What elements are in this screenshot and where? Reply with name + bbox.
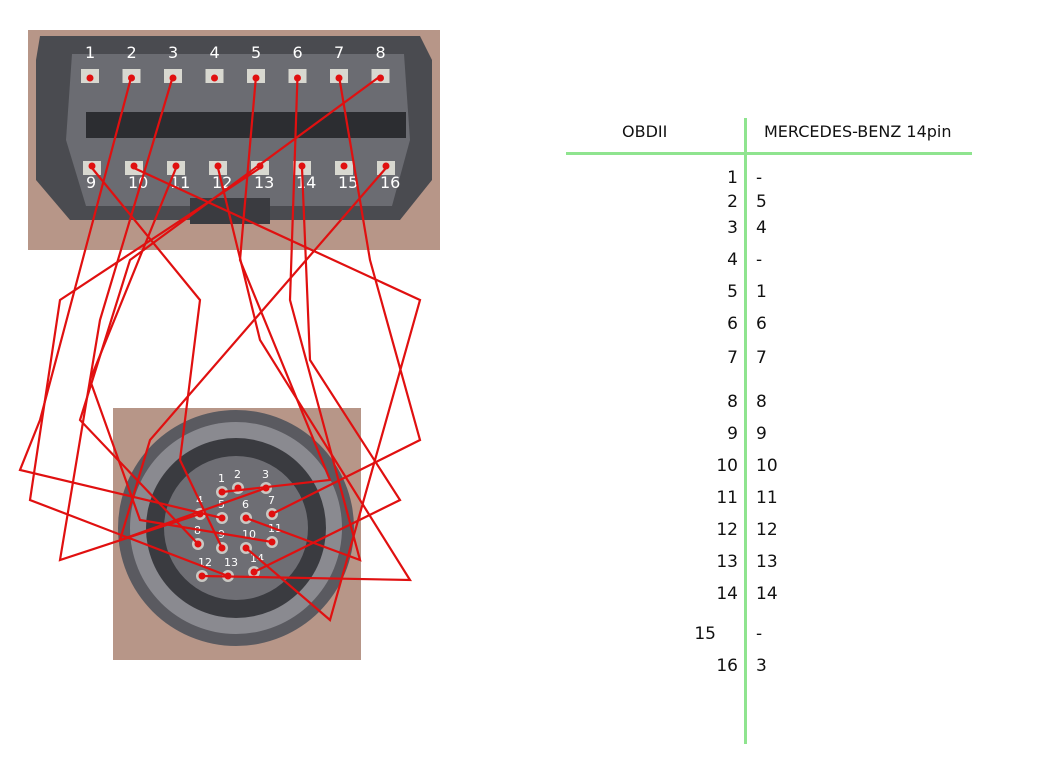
mb-pin-label: 6	[242, 498, 249, 511]
mb-pin-label: 3	[262, 468, 269, 481]
obd-pin-dot	[298, 162, 306, 170]
obd-pin-label: 1	[85, 43, 95, 62]
obd-pin-number: 6	[727, 314, 738, 334]
obd-pin-number: 5	[727, 282, 738, 302]
pinout-row: 4-	[560, 250, 1020, 274]
obd-pin-dot	[211, 74, 218, 82]
mb-pin-number: 4	[756, 218, 767, 238]
pinout-row: 14 14	[560, 584, 1020, 608]
wire-group	[18, 75, 422, 622]
mb-pin-number: 13	[756, 552, 778, 572]
pinout-row: 10 10	[560, 456, 1020, 480]
obd-pin-number: 14	[716, 584, 738, 604]
mb-pin-number: 9	[756, 424, 767, 444]
mb-pin-number: 7	[756, 348, 767, 368]
mb-pin-number: 14	[756, 584, 778, 604]
mb-pin-number: 10	[756, 456, 778, 476]
pinout-row: 1-	[560, 168, 1020, 192]
obd-pin-number: 16	[716, 656, 738, 676]
obd-pin-dot	[88, 162, 96, 170]
obd-pin-number: 2	[727, 192, 738, 212]
wire-connection	[88, 167, 273, 544]
wire-connection	[201, 167, 413, 582]
wire-connection	[245, 75, 362, 562]
obd-pin-number: 13	[716, 552, 738, 572]
mb-pin-number: 1	[756, 282, 767, 302]
wire-connection	[91, 167, 223, 549]
obd-pin-number: 3	[727, 218, 738, 238]
obd-pin-number: 7	[727, 348, 738, 368]
mb-pin-number: 11	[756, 488, 778, 508]
mb-pin-number: -	[756, 250, 763, 270]
obd-pin-label: 8	[376, 43, 386, 62]
obd-pin-dot	[86, 74, 94, 82]
mb-pin-number: -	[756, 624, 763, 644]
pinout-row: 15 -	[560, 624, 1020, 648]
mb-pin-number: -	[756, 168, 763, 188]
obd-pin-number: 1	[727, 168, 738, 188]
mb-pin-label: 13	[224, 556, 238, 569]
wire-connection	[78, 75, 382, 545]
obd-pin-number: 12	[716, 520, 738, 540]
obd-pin-number: 11	[716, 488, 738, 508]
obd-pin-label: 3	[168, 43, 178, 62]
header-obdii: OBDII	[622, 122, 668, 141]
obd-pin-label: 9	[86, 173, 96, 192]
obd-pin-dot	[340, 162, 348, 170]
mb-pin-number: 5	[756, 192, 767, 212]
wire-connection	[253, 167, 402, 573]
header-divider	[566, 152, 972, 155]
obd-pin-number: 8	[727, 392, 738, 412]
obd-pin-number: 9	[727, 424, 738, 444]
mb-pin-label: 7	[268, 494, 275, 507]
mb-pin-number: 12	[756, 520, 778, 540]
pinout-row: 16 3	[560, 656, 1020, 680]
mb-pin-number: 3	[756, 656, 767, 676]
obd-pin-number: 10	[716, 456, 738, 476]
obd-pin-number: 15	[694, 624, 716, 644]
obd-pin-dot	[172, 162, 180, 170]
obd-pin-dot	[382, 162, 390, 170]
obd-pin-label: 14	[296, 173, 316, 192]
pinout-row: 13 13	[560, 552, 1020, 576]
pinout-row: 11 11	[560, 488, 1020, 512]
header-mercedes: MERCEDES-BENZ 14pin	[764, 122, 952, 141]
pinout-row: 12 12	[560, 520, 1020, 544]
mb-pin-number: 6	[756, 314, 767, 334]
obd-pin-label: 16	[380, 173, 400, 192]
obd-pin-dot	[214, 162, 222, 170]
wire-connection	[28, 167, 261, 578]
wire-connection	[18, 75, 223, 520]
obd-pin-label: 5	[251, 43, 261, 62]
obd-pin-label: 13	[254, 173, 274, 192]
column-divider	[744, 118, 747, 744]
obd-pin-label: 2	[127, 43, 137, 62]
obd-pin-number: 4	[727, 250, 738, 270]
obd-pin-label: 6	[293, 43, 303, 62]
obd-center-slot	[86, 112, 406, 138]
obd-pin-label: 7	[334, 43, 344, 62]
obd-pin-label: 4	[210, 43, 220, 62]
wire-connection	[221, 75, 332, 494]
wire-connection	[118, 167, 387, 542]
mb-pin-label: 2	[234, 468, 241, 481]
mb-pin-label: 1	[218, 472, 225, 485]
mb-pin-number: 8	[756, 392, 767, 412]
obd-pin-label: 15	[338, 173, 358, 192]
